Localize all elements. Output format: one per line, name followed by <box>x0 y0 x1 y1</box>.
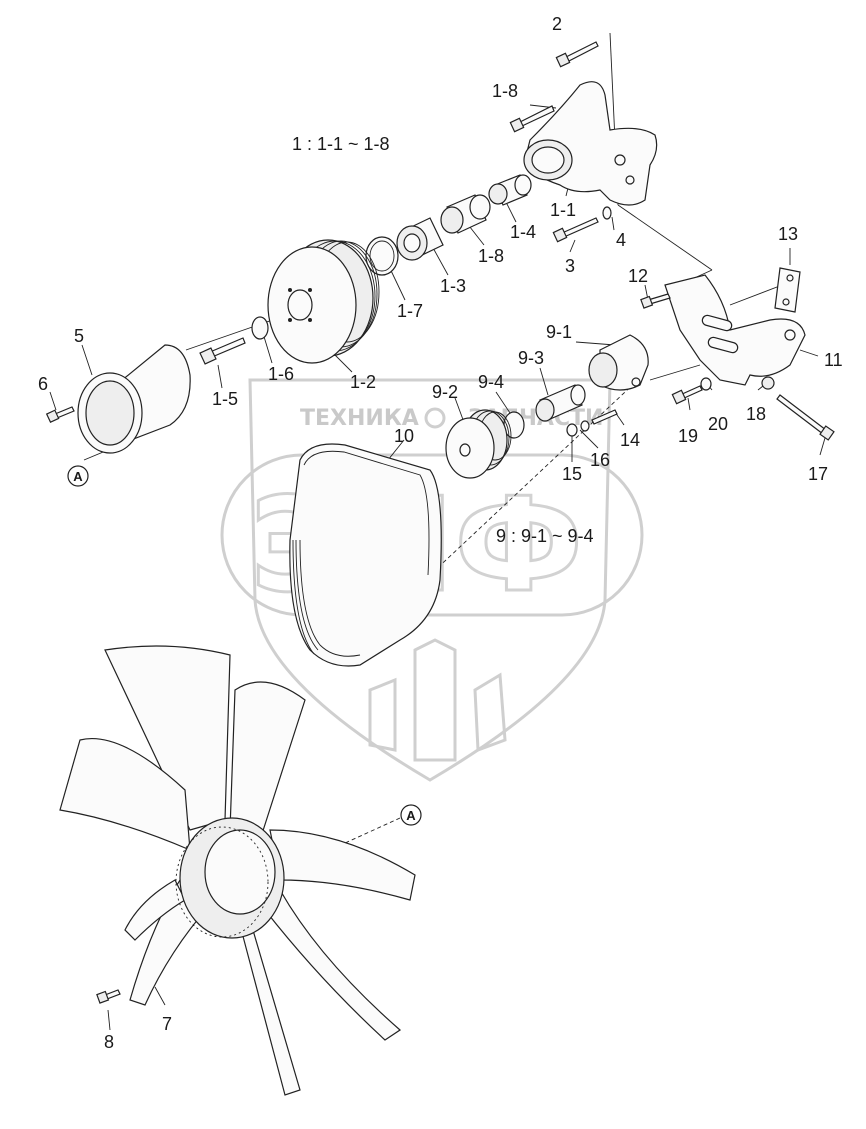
callout-2: 2 <box>552 14 562 34</box>
nut-15 <box>566 423 578 437</box>
bolt-1-5 <box>199 337 246 365</box>
sleeve-1-4 <box>488 174 532 206</box>
fan-7 <box>59 645 416 1096</box>
callout-20: 20 <box>708 414 728 434</box>
callout-1-8-upper: 1-8 <box>492 81 518 101</box>
group-note-9: 9 : 9-1 ~ 9-4 <box>496 526 594 546</box>
callout-5: 5 <box>74 326 84 346</box>
callout-3: 3 <box>565 256 575 276</box>
callout-labels: 1 : 1-1 ~ 1-8 9 : 9-1 ~ 9-4 2 1-8 1-1 4 … <box>38 14 843 1052</box>
callout-4: 4 <box>616 230 626 250</box>
washer-16 <box>580 420 590 432</box>
bracket-11 <box>664 274 806 386</box>
pulley-9-2 <box>445 409 512 479</box>
shaft-9-3 <box>535 384 586 422</box>
wheat-icon <box>368 638 507 762</box>
callout-9-1: 9-1 <box>546 322 572 342</box>
callout-1-4: 1-4 <box>510 222 536 242</box>
callout-10: 10 <box>394 426 414 446</box>
fan-spacer-5 <box>77 344 191 454</box>
bolt-3 <box>552 217 599 243</box>
bolt-2 <box>555 41 599 68</box>
link-plate-13 <box>774 267 801 313</box>
callout-16: 16 <box>590 450 610 470</box>
watermark-pill <box>220 453 644 617</box>
callout-1-5: 1-5 <box>212 389 238 409</box>
callout-11: 11 <box>824 350 843 370</box>
pulley-1-2 <box>267 239 380 364</box>
water-pump-housing <box>523 81 658 206</box>
washer-4 <box>602 206 612 220</box>
circlip-1-7 <box>365 236 399 276</box>
callout-1-7: 1-7 <box>397 301 423 321</box>
nut-18 <box>761 376 775 390</box>
callout-19: 19 <box>678 426 698 446</box>
bolt-17 <box>776 394 835 441</box>
ref-marker-a-upper: A <box>67 465 89 487</box>
washer-20 <box>700 377 712 391</box>
svg-text:A: A <box>73 469 83 484</box>
watermark-shield <box>248 378 612 782</box>
tensioner-housing-9-1 <box>588 334 649 391</box>
spacer-1-8 <box>440 194 491 234</box>
stud-14 <box>591 409 618 425</box>
callout-9-4: 9-4 <box>478 372 504 392</box>
callout-18: 18 <box>746 404 766 424</box>
callout-12: 12 <box>628 266 648 286</box>
callout-9-2: 9-2 <box>432 382 458 402</box>
bolt-8 <box>96 989 121 1004</box>
washer-1-6 <box>251 316 269 340</box>
svg-text:A: A <box>406 808 416 823</box>
callout-17: 17 <box>808 464 828 484</box>
callout-15: 15 <box>562 464 582 484</box>
callout-9-3: 9-3 <box>518 348 544 368</box>
callout-8: 8 <box>104 1032 114 1052</box>
callout-1-2: 1-2 <box>350 372 376 392</box>
gear-icon <box>424 407 446 429</box>
bearing-1-3 <box>396 217 444 261</box>
bolt-12 <box>640 293 671 309</box>
group-note-1: 1 : 1-1 ~ 1-8 <box>292 134 390 154</box>
bolt-1-8-upper <box>509 105 555 133</box>
callout-1-8-lower: 1-8 <box>478 246 504 266</box>
callout-13: 13 <box>778 224 798 244</box>
callout-1-1: 1-1 <box>550 200 576 220</box>
callout-6: 6 <box>38 374 48 394</box>
bolt-19 <box>671 385 703 405</box>
callout-1-3: 1-3 <box>440 276 466 296</box>
ref-marker-a-lower: A <box>400 804 422 826</box>
callout-7: 7 <box>162 1014 172 1034</box>
callout-1-6: 1-6 <box>268 364 294 384</box>
bolt-6 <box>45 406 75 424</box>
watermark-brand-text: ТЕХНИКА <box>300 406 419 431</box>
v-belt-10 <box>289 443 442 667</box>
callout-14: 14 <box>620 430 640 450</box>
